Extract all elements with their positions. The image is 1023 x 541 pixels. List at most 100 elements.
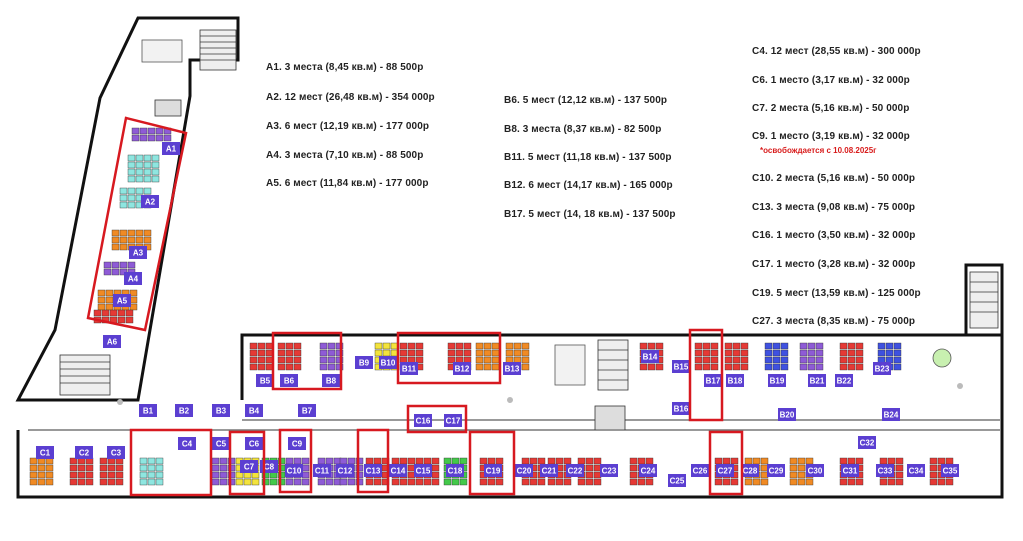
- desk-chair: [431, 471, 440, 479]
- desk-chair: [797, 478, 806, 486]
- room-tag-box: [288, 437, 306, 450]
- desk-chair: [475, 356, 484, 364]
- desk-chair: [547, 457, 556, 465]
- desk-chair: [839, 349, 848, 357]
- room-tag-label: B7: [302, 407, 313, 416]
- desk-chair: [885, 349, 894, 357]
- desk-chair: [807, 349, 816, 357]
- desk-chair: [407, 342, 416, 350]
- desk-chair: [855, 457, 864, 465]
- desk-chair: [455, 349, 464, 357]
- room-tag-label: C3: [111, 449, 122, 458]
- desk-chair: [443, 457, 452, 465]
- desk-chair: [415, 356, 424, 364]
- desk-chair: [799, 342, 808, 350]
- desk-chair: [85, 478, 94, 486]
- desk-chair: [479, 478, 488, 486]
- price-c13: С13. 3 места (9,08 кв.м) - 75 000р: [752, 202, 916, 213]
- desk-chair: [249, 363, 258, 371]
- room-tag: B19: [768, 374, 786, 387]
- room-tag: B6: [280, 374, 298, 387]
- desk-chair: [69, 471, 78, 479]
- room-tag-label: B8: [326, 377, 337, 386]
- desk-chair: [347, 457, 356, 465]
- desk-chair: [45, 471, 54, 479]
- desk-chair: [732, 349, 741, 357]
- room-tag-box: [704, 374, 722, 387]
- room-tag-label: A3: [133, 249, 144, 258]
- room-tag-box: [355, 356, 373, 369]
- desk-chair: [347, 478, 356, 486]
- price-a4: А4. 3 места (7,10 кв.м) - 88 500р: [266, 150, 424, 161]
- desk-chair: [155, 127, 164, 135]
- desk-chair: [355, 464, 364, 472]
- desk-chair: [537, 478, 546, 486]
- room-tag: A4: [124, 272, 142, 285]
- desk-chair: [789, 464, 798, 472]
- room-tag: A6: [103, 335, 121, 348]
- desk-chair: [772, 349, 781, 357]
- room-tag-label: C11: [315, 467, 330, 476]
- desk-chair: [487, 457, 496, 465]
- desk-chair: [105, 296, 114, 304]
- desk-chair: [139, 134, 148, 142]
- desk-chair: [730, 478, 739, 486]
- desk-chair: [495, 457, 504, 465]
- desk-chair: [107, 464, 116, 472]
- desk-chair: [365, 457, 374, 465]
- room-tag-box: [444, 414, 462, 427]
- room-tag: C2: [75, 446, 93, 459]
- desk-chair: [847, 478, 856, 486]
- desk-chair: [301, 478, 310, 486]
- meeting-table-icon: [141, 39, 952, 386]
- room-tag-label: A5: [117, 297, 128, 306]
- desk-chair: [382, 349, 391, 357]
- desk-chair: [797, 471, 806, 479]
- room-tag-box: [639, 464, 657, 477]
- desk-chair: [335, 342, 344, 350]
- stair-icon: [59, 29, 999, 396]
- desk-chair: [135, 236, 144, 244]
- desk-chair: [139, 478, 148, 486]
- desk-chair: [119, 261, 128, 269]
- desk-chair: [694, 356, 703, 364]
- room-tag-box: [873, 362, 891, 375]
- desk-chair: [325, 478, 334, 486]
- desk-chair: [143, 175, 152, 183]
- desk-chair: [694, 349, 703, 357]
- desk-chair: [447, 356, 456, 364]
- room-tag: C23: [600, 464, 618, 477]
- desk-chair: [147, 457, 156, 465]
- desk-chair: [647, 342, 656, 350]
- desk-chair: [285, 349, 294, 357]
- desk-chair: [839, 356, 848, 364]
- desk-chair: [143, 236, 152, 244]
- desk-chair: [805, 457, 814, 465]
- desk-chair: [839, 478, 848, 486]
- desk-chair: [135, 229, 144, 237]
- desk-chair: [847, 342, 856, 350]
- room-tag: C30: [806, 464, 824, 477]
- desk-chair: [129, 296, 138, 304]
- room-tag-box: [672, 360, 690, 373]
- desk-chair: [293, 457, 302, 465]
- desk-chair: [243, 478, 252, 486]
- desk-chair: [235, 478, 244, 486]
- desk-chair: [219, 464, 228, 472]
- room-tag-label: B18: [728, 377, 743, 386]
- desk-chair: [365, 478, 374, 486]
- desk-chair: [277, 356, 286, 364]
- desk-chair: [127, 154, 136, 162]
- desk-chair: [111, 243, 120, 251]
- desk-chair: [593, 471, 602, 479]
- room-tag-box: [641, 350, 659, 363]
- desk-chair: [115, 471, 124, 479]
- room-tag-label: B3: [216, 407, 227, 416]
- room-tag-box: [162, 142, 180, 155]
- desk-chair: [740, 342, 749, 350]
- desk-chair: [109, 309, 118, 317]
- desk-chair: [355, 478, 364, 486]
- desk-chair: [399, 342, 408, 350]
- room-tag: B11: [400, 362, 418, 375]
